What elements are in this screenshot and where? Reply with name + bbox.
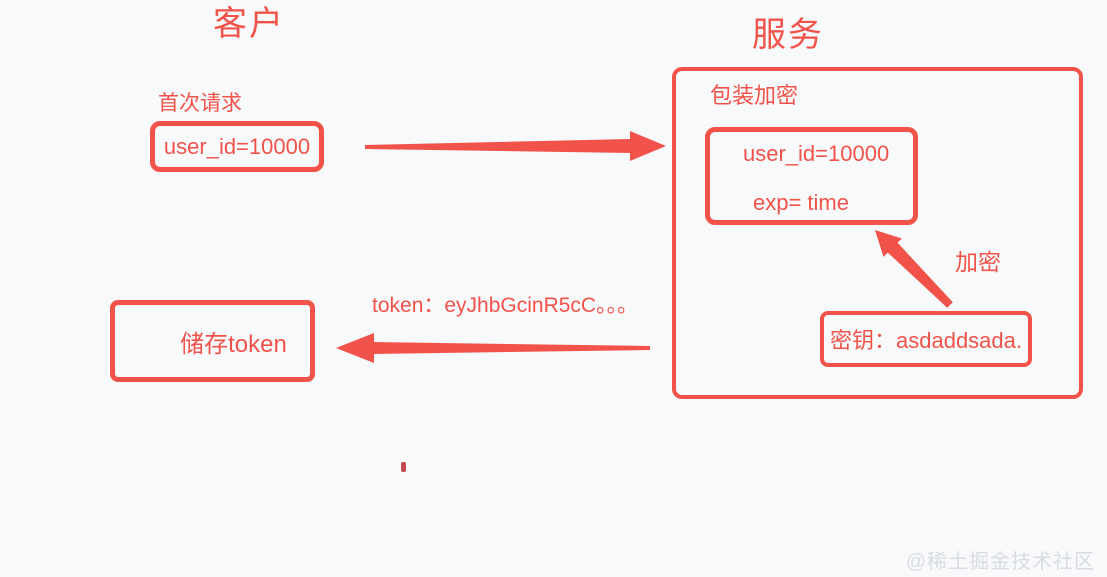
secret-key-box-label: 密钥：asdaddsada. xyxy=(830,328,1022,353)
server-box xyxy=(672,67,1083,399)
stray-pen-mark xyxy=(401,462,406,472)
store-token-box: 储存token xyxy=(110,300,315,382)
store-token-box-label: 储存token xyxy=(180,330,287,358)
token-response-arrow xyxy=(336,333,650,363)
server-title: 服务 xyxy=(752,16,824,54)
client-request-box: user_id=10000 xyxy=(150,121,324,172)
client-request-box-label: user_id=10000 xyxy=(163,133,311,159)
encrypt-label: 加密 xyxy=(955,249,1001,275)
client-title: 客户 xyxy=(213,5,285,43)
watermark: @稀土掘金技术社区 xyxy=(905,551,1095,573)
first-request-label: 首次请求 xyxy=(158,92,242,115)
payload-box: user_id=10000 exp= time xyxy=(705,127,918,225)
secret-key-box: 密钥：asdaddsada. xyxy=(820,311,1032,367)
first-request-arrow xyxy=(365,131,666,161)
payload-user-id: user_id=10000 xyxy=(743,140,890,166)
payload-exp: exp= time xyxy=(753,189,849,215)
wrap-encrypt-label: 包装加密 xyxy=(710,83,799,108)
token-response-label: token：eyJhbGcinR5cC。。。 xyxy=(372,294,639,317)
